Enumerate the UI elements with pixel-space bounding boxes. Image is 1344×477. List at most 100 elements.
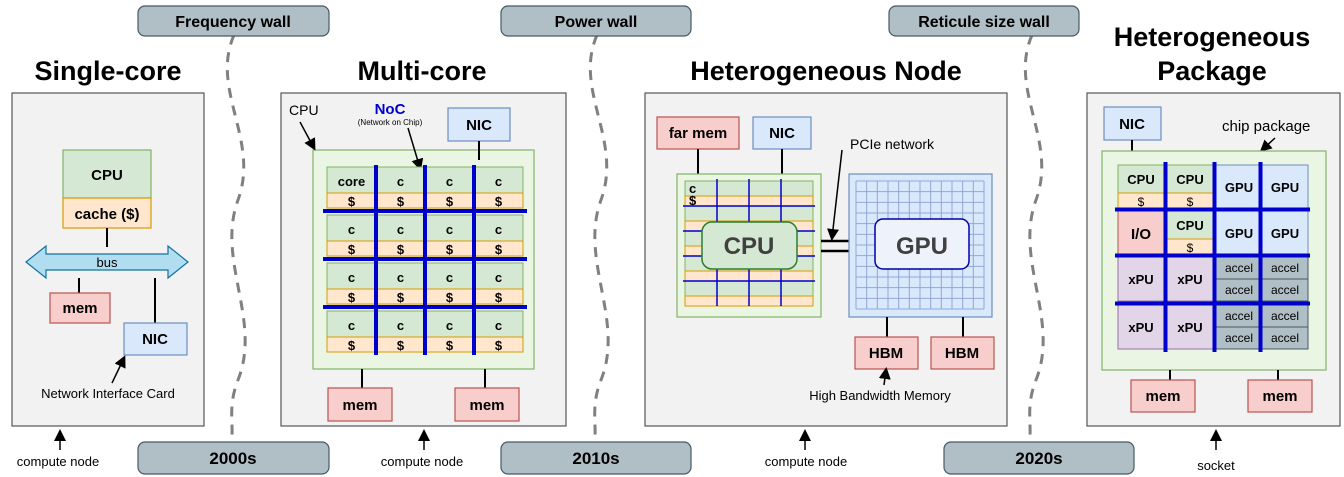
pkg-xpu-cell xyxy=(1166,256,1214,302)
pkg-cpu-label: CPU xyxy=(1176,172,1203,187)
core-label: c xyxy=(446,222,453,237)
svg-text:2020s: 2020s xyxy=(1015,449,1062,468)
hnode-core-label: c xyxy=(689,181,696,196)
era-2010s-label: 2010s xyxy=(500,441,692,475)
hnode-core-cell xyxy=(780,180,814,197)
cache-label: $ xyxy=(348,194,356,209)
pkg-xpu-label: xPU xyxy=(1128,272,1153,287)
svg-text:compute node: compute node xyxy=(381,454,463,469)
pkg-cache-label: $ xyxy=(1138,195,1145,209)
cache-label: $ xyxy=(397,194,405,209)
core-cell xyxy=(326,166,377,194)
hnode-cache-cell xyxy=(716,295,750,307)
hetero-package-panel: Heterogeneous Package NIC chip package C… xyxy=(1086,22,1341,473)
pkg-accel-label: accel xyxy=(1271,331,1299,345)
pkg-mem-right xyxy=(1247,379,1313,413)
cache-label: $ xyxy=(397,290,405,305)
svg-text:HBM: HBM xyxy=(869,345,903,362)
hnode-cache-cell xyxy=(780,270,814,282)
pkg-cpu-cell xyxy=(1117,164,1165,194)
svg-text:(Network on Chip): (Network on Chip) xyxy=(358,118,423,127)
cache-label: $ xyxy=(446,194,454,209)
svg-text:mem: mem xyxy=(342,397,377,414)
core-label: c xyxy=(397,270,404,285)
core-cell xyxy=(473,166,524,194)
power-wall-label: Power wall xyxy=(500,5,692,37)
hnode-cache-cell xyxy=(748,195,782,207)
svg-text:mem: mem xyxy=(469,397,504,414)
cache-label: $ xyxy=(397,242,405,257)
svg-text:bus: bus xyxy=(97,255,118,270)
cache-label: $ xyxy=(495,338,503,353)
multi-nic-box xyxy=(447,107,511,142)
hnode-cpu-box xyxy=(701,221,798,270)
pkg-accel-label: accel xyxy=(1225,283,1253,297)
core-label: c xyxy=(348,222,355,237)
cache-label: $ xyxy=(397,338,405,353)
single-core-panel: Single-core CPU cache ($) bus mem NIC Ne… xyxy=(11,56,205,469)
svg-text:NIC: NIC xyxy=(466,117,492,134)
core-label: c xyxy=(397,222,404,237)
multi-mem-left xyxy=(327,387,393,422)
hnode-core-cell xyxy=(684,205,718,222)
hetero-node-title: Heterogeneous Node xyxy=(690,56,962,86)
core-label: c xyxy=(495,270,502,285)
core-cell xyxy=(375,310,426,338)
hnode-cache-cell xyxy=(748,295,782,307)
reticule-wall-label: Reticule size wall xyxy=(888,5,1080,37)
hnode-core-cell xyxy=(716,180,750,197)
hnode-core-cell xyxy=(780,280,814,297)
svg-text:Power wall: Power wall xyxy=(555,14,638,31)
cache-label: $ xyxy=(446,338,454,353)
frequency-wall-label: Frequency wall xyxy=(137,5,330,37)
pkg-accel-label: accel xyxy=(1271,283,1299,297)
core-cell xyxy=(375,166,426,194)
hnode-cache-cell xyxy=(684,270,718,282)
hnode-cache-cell xyxy=(780,295,814,307)
core-label: c xyxy=(446,318,453,333)
hbm-right-box xyxy=(930,336,995,370)
hnode-nic-box xyxy=(752,116,812,150)
svg-text:chip package: chip package xyxy=(1222,118,1310,135)
core-label: c xyxy=(446,270,453,285)
pkg-gpu-label: GPU xyxy=(1225,180,1253,195)
core-label: core xyxy=(338,174,365,189)
svg-text:2010s: 2010s xyxy=(572,449,619,468)
svg-text:CPU: CPU xyxy=(724,233,775,260)
hetero-package-title-1: Heterogeneous xyxy=(1114,22,1311,52)
pkg-gpu-cell xyxy=(1261,164,1309,210)
pkg-xpu-label: xPU xyxy=(1177,272,1202,287)
pkg-accel-label: accel xyxy=(1271,261,1299,275)
hnode-cache-cell xyxy=(684,295,718,307)
hetero-package-title-2: Package xyxy=(1157,56,1267,86)
pkg-accel-label: accel xyxy=(1271,309,1299,323)
svg-text:mem: mem xyxy=(62,300,97,317)
pkg-accel-label: accel xyxy=(1225,261,1253,275)
hnode-cache-cell xyxy=(748,270,782,282)
pkg-cache-label: $ xyxy=(1187,241,1194,255)
svg-text:NIC: NIC xyxy=(142,331,168,348)
single-mem-box xyxy=(49,292,111,324)
hnode-core-cell xyxy=(780,205,814,222)
pkg-cache-label: $ xyxy=(1187,195,1194,209)
pkg-gpu-label: GPU xyxy=(1225,226,1253,241)
svg-text:compute node: compute node xyxy=(17,454,99,469)
svg-text:cache ($): cache ($) xyxy=(74,206,139,223)
cache-label: $ xyxy=(348,290,356,305)
cache-label: $ xyxy=(495,290,503,305)
pkg-gpu-label: GPU xyxy=(1271,226,1299,241)
multi-core-title: Multi-core xyxy=(357,56,486,86)
svg-text:GPU: GPU xyxy=(896,233,948,260)
svg-text:far mem: far mem xyxy=(669,125,727,142)
pkg-nic-box xyxy=(1103,106,1162,141)
bus-arrow xyxy=(25,244,189,280)
hnode-cache-cell xyxy=(716,195,750,207)
svg-text:CPU: CPU xyxy=(289,102,319,118)
pkg-cpu-label: CPU xyxy=(1127,172,1154,187)
pkg-xpu-label: xPU xyxy=(1177,320,1202,335)
svg-text:High Bandwidth Memory: High Bandwidth Memory xyxy=(809,388,951,403)
far-mem-box xyxy=(656,116,740,150)
svg-text:Reticule size wall: Reticule size wall xyxy=(918,14,1050,31)
cache-label: $ xyxy=(348,338,356,353)
